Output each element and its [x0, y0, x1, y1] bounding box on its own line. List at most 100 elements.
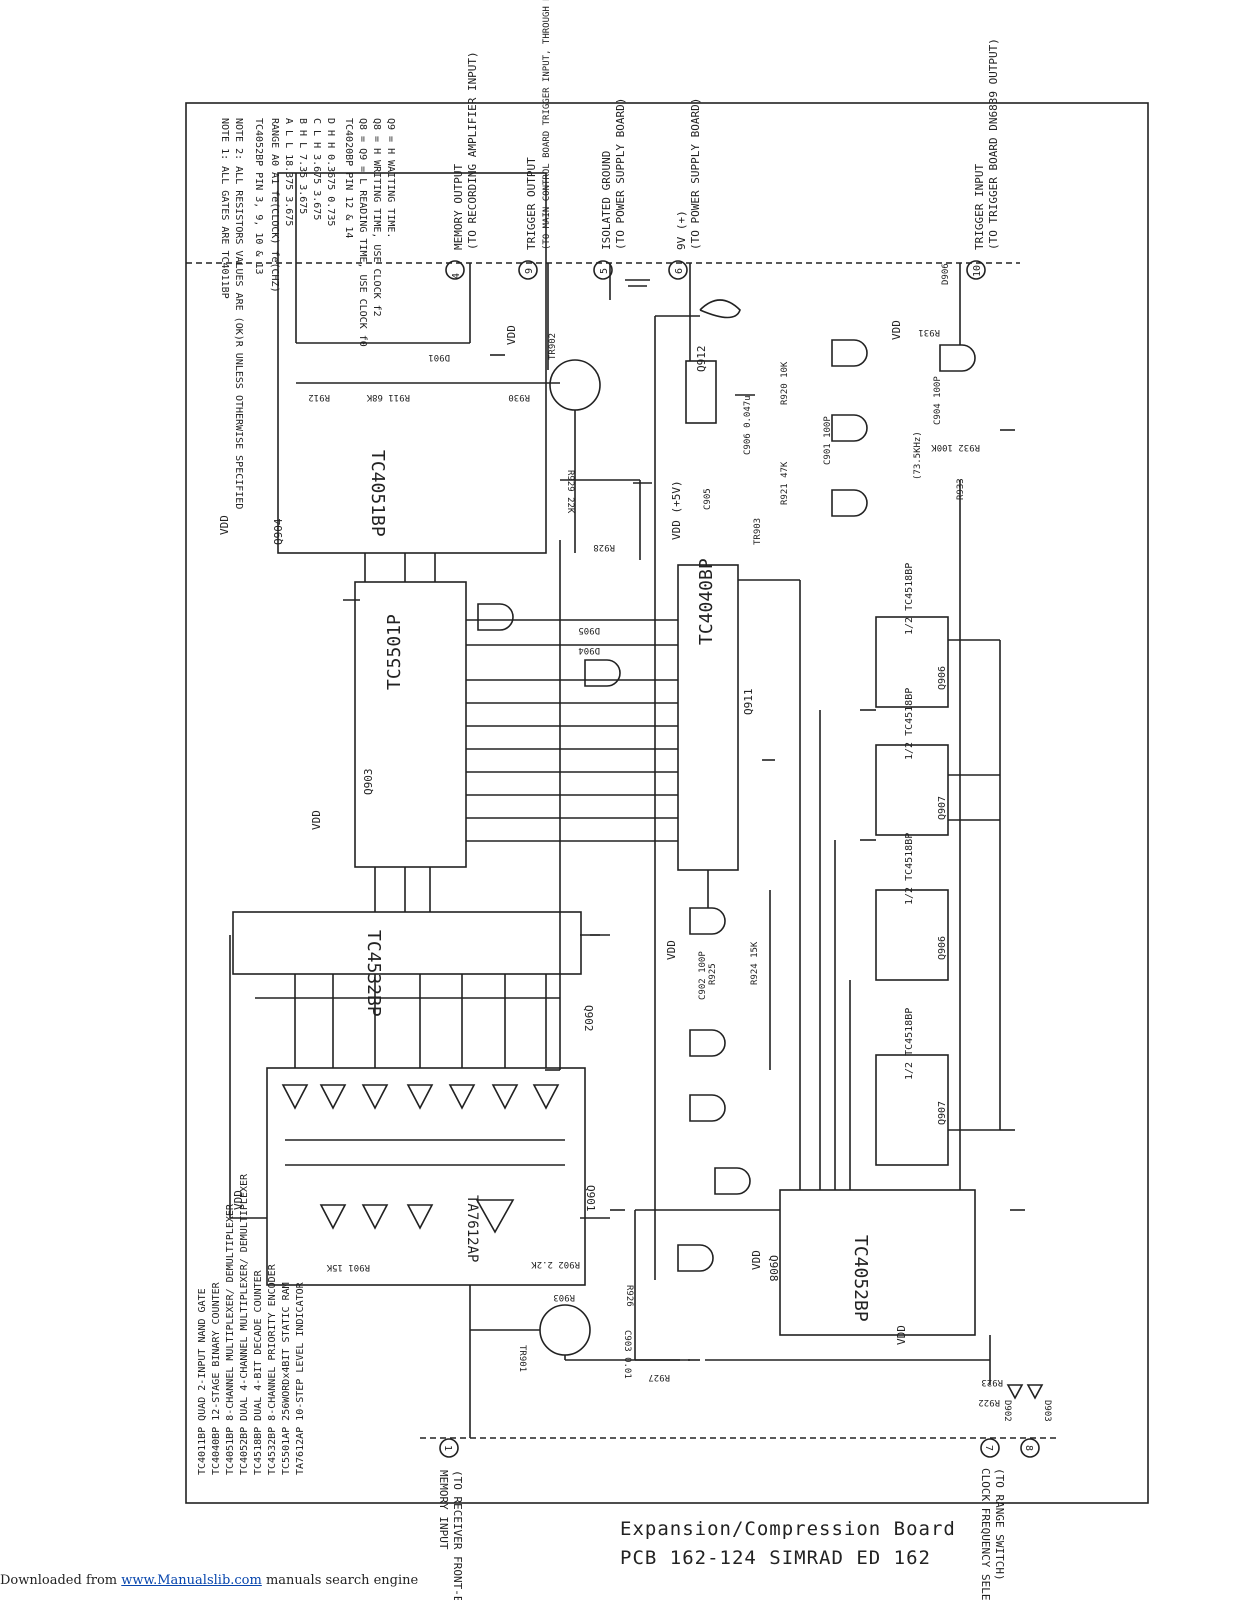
- port-9: [518, 260, 538, 280]
- r924-label: R924 15K: [750, 941, 760, 985]
- port-5-label: ISOLATED GROUND: [600, 151, 613, 250]
- port-10: [966, 260, 986, 280]
- note-q-row-1: Q8 = Q9 = L READING TIME, USE CLOCK f0: [357, 118, 368, 347]
- q901-part: TA7612AP: [464, 1195, 480, 1262]
- q906a-part: 1/2 TC4518BP: [904, 563, 915, 635]
- vdd-q901: VDD: [232, 1190, 245, 1210]
- q912-ref: Q912: [695, 346, 708, 373]
- q906a-ref: Q906: [937, 666, 948, 690]
- port-4-label: MEMORY OUTPUT: [452, 164, 465, 250]
- manualslib-link[interactable]: www.Manualslib.com: [121, 1573, 262, 1588]
- chip-q901: [266, 1067, 586, 1286]
- diode-d902: [1006, 1384, 1024, 1400]
- r927-label: R927: [648, 1372, 670, 1382]
- logic-gates: [477, 299, 976, 1272]
- note-row-c: C L H 3.675 3.675: [311, 118, 322, 220]
- tr902-label: TR902: [548, 333, 558, 360]
- c902-label: C902 100P: [698, 951, 708, 1000]
- note-q-row-3: Q9 = H WAITING TIME.: [385, 118, 396, 238]
- r933-label: R933: [956, 478, 966, 500]
- d901-label: D901: [428, 352, 450, 362]
- chip-labels: TC4051BP Q904 TC5501P Q903 TC4040BP Q911…: [272, 346, 948, 1322]
- port-10-label: TRIGGER INPUT: [973, 164, 986, 250]
- legend-2: TC4040BP 12-STAGE BINARY COUNTER: [211, 1281, 222, 1475]
- chip-q903: [354, 581, 467, 868]
- r903-label: R903: [553, 1292, 575, 1302]
- q901-ref: Q901: [584, 1185, 597, 1212]
- port-9-num: 9: [524, 268, 535, 274]
- r922-label: R922: [978, 1397, 1000, 1407]
- note-row-d: D H H 0.3675 0.735: [325, 118, 336, 226]
- vdd-r930: VDD: [505, 325, 518, 345]
- d903-label: D903: [1042, 1400, 1052, 1422]
- board-title: Expansion/Compression Board: [620, 1518, 956, 1540]
- r921-label: R921 47K: [780, 461, 790, 505]
- c903-label: C903 0.01: [622, 1330, 632, 1379]
- chip-q907b: [875, 1054, 949, 1166]
- schematic-frame: [185, 102, 1149, 1504]
- port-9-label: TRIGGER OUTPUT: [525, 157, 538, 250]
- chip-q902: [232, 911, 582, 975]
- q906b-ref: Q906: [937, 936, 948, 960]
- freq-label: (73.5KHz): [913, 431, 923, 480]
- r929-label: R929 22K: [565, 470, 575, 514]
- vdd-r931: VDD: [890, 320, 903, 340]
- part-legend: TC4011BP QUAD 2-INPUT NAND GATE TC4040BP…: [197, 1173, 306, 1475]
- r912-label: R912: [308, 392, 330, 402]
- tr901-symbol: [539, 1304, 591, 1356]
- chip-q906b: [875, 889, 949, 981]
- note-1: NOTE 1: ALL GATES ARE TC4011BP: [219, 118, 230, 299]
- q906b-part: 1/2 TC4518BP: [904, 833, 915, 905]
- note-table-header: RANGE A0 A1 fe(CLOCK) fe(CHZ): [269, 118, 280, 293]
- legend-5: TC4518BP DUAL 4-BIT DECADE COUNTER: [253, 1269, 264, 1475]
- port-7-label: CLOCK FREQUENCY SELECT: [979, 1468, 992, 1600]
- note-q-row-2: Q8 = H WRITING TIME, USE CLOCK f2: [371, 118, 382, 317]
- port-1: [439, 1438, 459, 1458]
- chip-q912: [685, 360, 717, 424]
- r931-label: R931: [918, 327, 940, 337]
- port-7: [980, 1438, 1000, 1458]
- d904-label: D904: [578, 645, 600, 655]
- r932-label: R932 100K: [931, 442, 980, 452]
- port-8-num: 8: [1023, 1445, 1034, 1451]
- board-subtitle: PCB 162-124 SIMRAD ED 162: [620, 1547, 931, 1569]
- port-7-num: 7: [983, 1445, 994, 1451]
- legend-1: TC4011BP QUAD 2-INPUT NAND GATE: [197, 1288, 208, 1475]
- r923-label: R923: [981, 1377, 1003, 1387]
- d905-label: D905: [578, 625, 600, 635]
- q907b-part: 1/2 TC4518BP: [904, 1008, 915, 1080]
- r926-label: R926: [624, 1285, 634, 1307]
- q907a-ref: Q907: [937, 796, 948, 820]
- q911-ref: Q911: [742, 689, 755, 716]
- note-2: NOTE 2: ALL RESISTORS VALUES ARE (OK)R U…: [233, 118, 244, 509]
- vdd5-q911: VDD (+5V): [670, 480, 683, 540]
- port-1-num: 1: [442, 1445, 453, 1451]
- vdd-q904: VDD: [218, 515, 231, 535]
- level-resistors: [255, 974, 560, 1068]
- legend-3: TC4051BP 8-CHANNEL MULTIPLEXER/ DEMULTIP…: [225, 1203, 236, 1475]
- c901-label: C901 100P: [823, 416, 833, 465]
- port-4: [445, 260, 465, 280]
- r911-label: R911 68K: [366, 392, 410, 402]
- c904-label: C904 100P: [933, 376, 943, 425]
- port-6-num: 6: [674, 268, 685, 274]
- c906-label: C906 0.047u: [743, 395, 753, 455]
- note-row-b: B H L 7.35 3.675: [297, 118, 308, 214]
- ground-symbols: [343, 279, 1025, 1361]
- q904-part: TC4051BP: [367, 450, 388, 537]
- q903-part: TC5501P: [384, 614, 405, 690]
- q907b-ref: Q907: [937, 1101, 948, 1125]
- diode-d903: [1026, 1384, 1044, 1400]
- chip-q904: [277, 172, 547, 554]
- chip-q906a: [875, 616, 949, 708]
- tr902-symbol: [549, 359, 601, 411]
- note-4: TC4020BP PIN 12 & 14: [343, 118, 354, 238]
- chip-q908: [779, 1189, 976, 1336]
- port-8: [1020, 1438, 1040, 1458]
- q908-part: TC4052BP: [850, 1235, 871, 1322]
- vdd-r923: VDD: [895, 1325, 908, 1345]
- legend-7: TC5501AP 256WORDx4BIT STATIC RAM: [281, 1282, 292, 1475]
- footer-prefix: Downloaded from: [0, 1573, 122, 1588]
- r901-label: R901 15K: [326, 1262, 370, 1272]
- r902-label: R902 2.2K: [531, 1259, 580, 1269]
